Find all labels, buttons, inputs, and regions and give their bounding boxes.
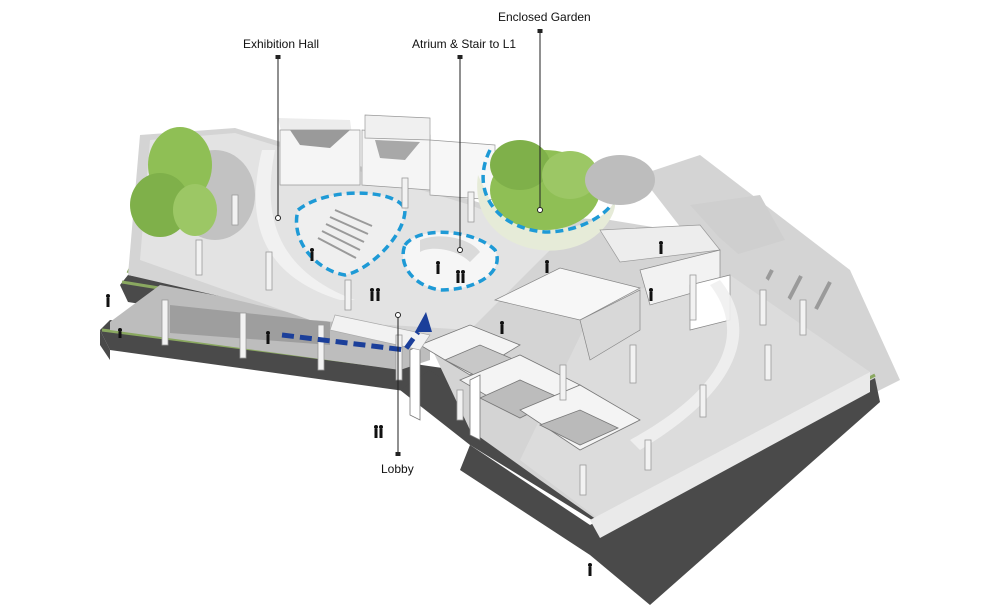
atrium-zone xyxy=(401,230,499,292)
west-trees xyxy=(130,127,255,240)
label-enclosed-garden: Enclosed Garden xyxy=(498,10,591,24)
people xyxy=(106,241,663,576)
leader-dots xyxy=(275,207,543,318)
person-icon xyxy=(106,294,110,307)
east-building xyxy=(493,224,740,450)
person-icon xyxy=(456,270,460,283)
leader-ends xyxy=(275,29,543,456)
leader-lines xyxy=(277,32,541,455)
enclosed-garden-zone xyxy=(477,140,655,251)
person-icon xyxy=(376,288,380,301)
person-icon xyxy=(545,260,549,273)
person-icon xyxy=(310,248,314,261)
columns xyxy=(161,177,807,496)
person-icon xyxy=(374,425,378,438)
label-atrium: Atrium & Stair to L1 xyxy=(412,37,517,51)
person-icon xyxy=(379,425,383,438)
person-icon xyxy=(588,563,592,576)
person-icon xyxy=(500,321,504,334)
person-icon xyxy=(659,241,663,254)
person-icon xyxy=(370,288,374,301)
east-wing-roof-edge xyxy=(590,372,870,538)
person-icon xyxy=(266,331,270,344)
exhibition-hall-zone xyxy=(294,191,407,277)
person-icon xyxy=(461,270,465,283)
arrow-up-icon xyxy=(415,312,432,332)
person-icon xyxy=(436,261,440,274)
exhibition-curved-glass xyxy=(255,150,355,300)
exhibition-back-walls xyxy=(278,114,496,201)
label-exhibition-hall: Exhibition Hall xyxy=(243,37,320,51)
label-lobby: Lobby xyxy=(381,462,414,476)
person-icon xyxy=(118,328,122,338)
lobby-entry-path xyxy=(281,312,432,353)
person-icon xyxy=(649,288,653,301)
